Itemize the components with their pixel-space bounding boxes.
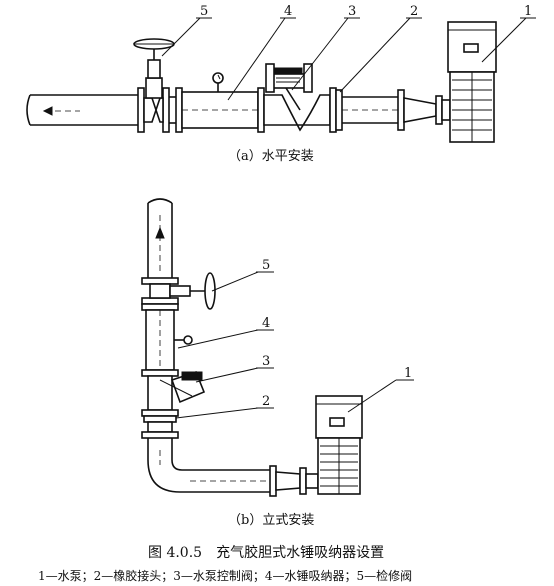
water-hammer-absorber-a (175, 72, 265, 133)
pump-control-valve-a (263, 63, 331, 132)
caption-b: （b）立式安装 (228, 513, 314, 528)
pump-a (441, 21, 497, 143)
pump-connection-b (269, 465, 319, 497)
figure-title: 图 4.0.5 充气胶胆式水锤吸纳器设置 (148, 544, 384, 561)
pump-b (315, 395, 363, 495)
label-b-2: 2 (262, 394, 270, 409)
label-a-1: 1 (524, 4, 532, 19)
maintenance-valve-a (133, 38, 175, 123)
diagram-b-vertical: 5 4 3 2 1 （b）立式安装 (141, 198, 414, 528)
label-b-5: 5 (262, 258, 270, 273)
vertical-pipe-b (147, 198, 173, 280)
label-a-3: 3 (348, 4, 356, 19)
rubber-joint-b (141, 415, 179, 439)
label-b-1: 1 (404, 366, 412, 381)
rubber-joint-a (397, 89, 443, 131)
outlet-pipe-b (147, 438, 272, 493)
label-a-5: 5 (200, 4, 208, 19)
inlet-pipe-a (26, 94, 140, 126)
label-a-2: 2 (410, 4, 418, 19)
figure-legend: 1—水泵；2—橡胶接头；3—水泵控制阀；4—水锤吸纳器；5—检修阀 (38, 568, 412, 583)
water-hammer-absorber-b (141, 303, 193, 377)
label-b-4: 4 (262, 316, 270, 331)
label-a-4: 4 (284, 4, 292, 19)
diagram-a-horizontal: 5 4 3 2 1 （a）水平安装 (26, 4, 536, 164)
label-b-3: 3 (262, 354, 270, 369)
pump-control-valve-b (147, 371, 206, 411)
caption-a: （a）水平安装 (228, 149, 314, 164)
maintenance-valve-b (149, 272, 216, 310)
